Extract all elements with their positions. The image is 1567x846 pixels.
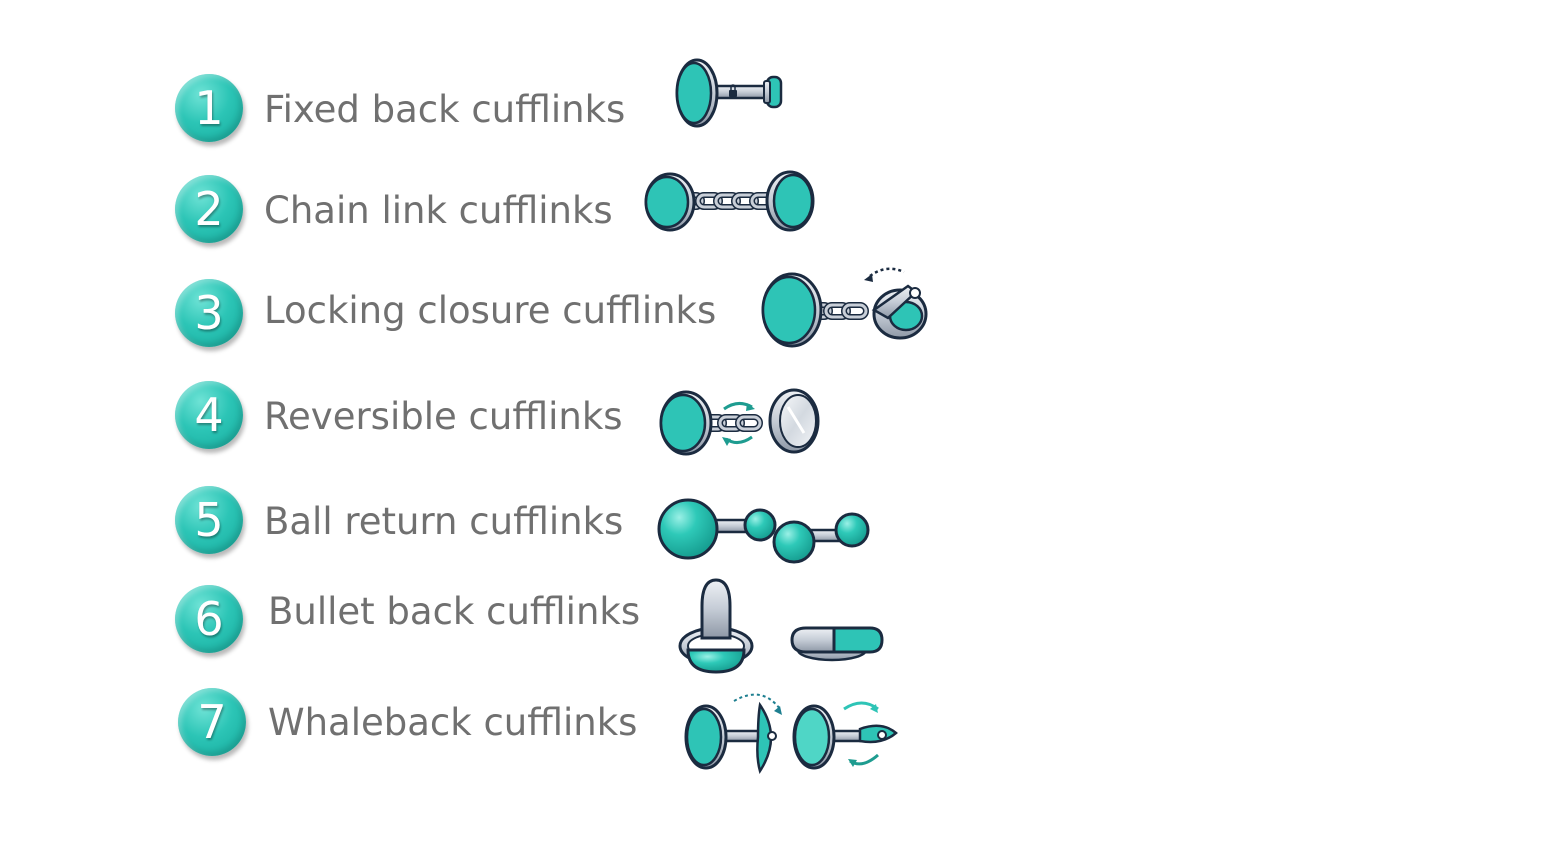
badge-number: 7 xyxy=(197,695,227,749)
item-label: Chain link cufflinks xyxy=(264,189,613,232)
chain-link-cufflink-icon xyxy=(644,170,815,232)
list-item: 3 Locking closure cufflinks xyxy=(0,0,1000,348)
list-item: 4 Reversible cufflinks xyxy=(0,0,1000,456)
fixed-back-cufflink-icon xyxy=(675,58,783,128)
item-label: Fixed back cufflinks xyxy=(264,88,626,131)
badge-number: 6 xyxy=(194,592,224,646)
list-item: 5 Ball return cufflinks xyxy=(0,0,1000,564)
number-badge: 1 xyxy=(175,74,243,142)
bullet-back-cufflink-icon xyxy=(678,578,884,674)
list-item: 2 Chain link cufflinks xyxy=(0,0,1000,243)
number-badge: 4 xyxy=(175,381,243,449)
badge-number: 5 xyxy=(194,493,224,547)
item-label: Reversible cufflinks xyxy=(264,395,623,438)
item-label: Locking closure cufflinks xyxy=(264,289,717,332)
reversible-cufflink-icon xyxy=(659,388,820,456)
list-item: 6 Bullet back cufflinks xyxy=(0,0,1000,674)
item-label: Ball return cufflinks xyxy=(264,500,624,543)
number-badge: 2 xyxy=(175,175,243,243)
badge-number: 4 xyxy=(194,388,224,442)
item-label: Bullet back cufflinks xyxy=(268,590,641,633)
list-item: 1 Fixed back cufflinks xyxy=(0,0,1000,142)
ball-return-cufflink-icon xyxy=(657,498,870,564)
badge-number: 1 xyxy=(194,81,224,135)
number-badge: 5 xyxy=(175,486,243,554)
number-badge: 7 xyxy=(178,688,246,756)
list-item: 7 Whaleback cufflinks xyxy=(0,0,1000,774)
number-badge: 6 xyxy=(175,585,243,653)
badge-number: 2 xyxy=(194,182,224,236)
badge-number: 3 xyxy=(194,286,224,340)
number-badge: 3 xyxy=(175,279,243,347)
whaleback-cufflink-icon xyxy=(684,693,898,774)
item-label: Whaleback cufflinks xyxy=(268,701,638,744)
locking-closure-cufflink-icon xyxy=(761,267,928,348)
